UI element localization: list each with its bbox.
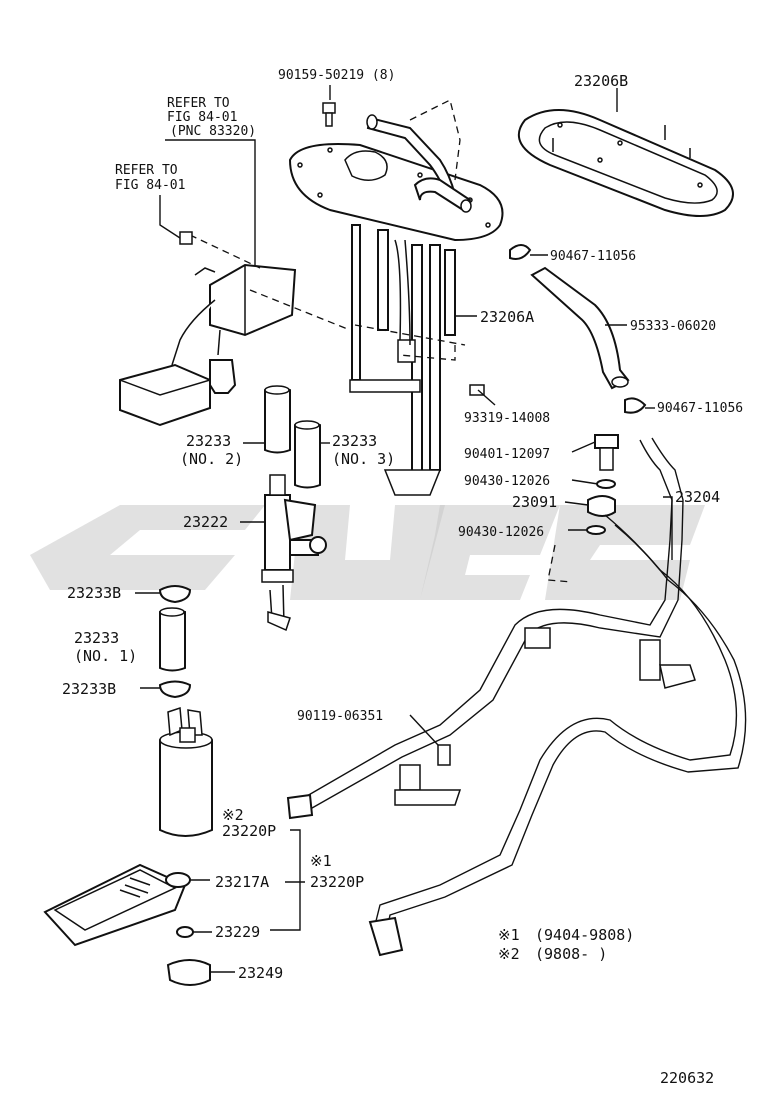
label-retainer: 23249 [238,964,283,982]
label-refer-pnc-2: FIG 84-01 [167,110,237,125]
gasket-23206B [517,109,734,217]
label-pulsation-damper: 23222 [183,513,228,531]
label-refer-pnc-3: (PNC 83320) [170,124,256,139]
label-pump-b: 23220P [310,873,364,891]
label-tube-no3-tag: (NO. 3) [332,450,395,468]
part-labels: REFER TO FIG 84-01 (PNC 83320) REFER TO … [62,68,743,1087]
label-fuel-tube: 23204 [675,488,720,506]
label-bracket-sender: 23206A [480,308,534,326]
label-bolt-top: 90159-50219 (8) [278,68,395,83]
label-washer-lower: 90430-12026 [458,525,544,540]
label-tube-no2-tag: (NO. 2) [180,450,243,468]
label-union-bolt: 90401-12097 [464,447,550,462]
fuel-pump-bracket-assembly [288,99,504,496]
fuel-pump-23220P [159,706,213,837]
label-note2-range: (9808- ) [535,945,607,963]
cushion-23229 [176,926,194,938]
label-note1-mark: ※1 [498,926,520,944]
label-pump-b-mark: ※1 [310,852,332,870]
label-hose: 95333-06020 [630,319,716,334]
label-bolt-93319: 93319-14008 [464,411,550,426]
label-tube-no1-num: 23233 [74,629,119,647]
fuel-filter-23217A [43,863,191,947]
retainer-23249 [166,959,211,986]
union-fitting-parts [547,434,619,583]
label-filter: 23217A [215,873,269,891]
label-fitting-23091: 23091 [512,493,557,511]
label-refer-fig-2: FIG 84-01 [115,178,185,193]
label-pump-a: 23220P [222,822,276,840]
label-gasket: 23206B [574,72,628,90]
label-note1-range: (9404-9808) [535,926,634,944]
label-tube-no2-num: 23233 [186,432,231,450]
label-clamp-upper: 90467-11056 [550,249,636,264]
label-diagram-number: 220632 [660,1069,714,1087]
label-tube-no3-num: 23233 [332,432,377,450]
label-clamp-lower: 90467-11056 [657,401,743,416]
fuel-tube-23204 [286,384,747,957]
tubes-23233 [264,385,321,489]
label-cushion: 23229 [215,923,260,941]
label-bolt-90119: 90119-06351 [297,709,383,724]
sender-gauge-unit [119,234,351,427]
label-pump-note-mark: ※2 [222,806,244,824]
leader-lines [135,85,673,973]
label-refer-pnc-1: REFER TO [167,96,230,111]
label-refer-fig-1: REFER TO [115,163,178,178]
label-clamp-b-upper: 23233B [67,584,121,602]
hose-95333 [509,244,647,414]
bolt-icons [179,102,336,245]
pulsation-damper-23222 [261,474,327,632]
tube-no1-and-clamps [158,585,192,699]
label-tube-no1-tag: (NO. 1) [74,647,137,665]
watermark-logo [30,505,705,600]
label-note2-mark: ※2 [498,945,520,963]
label-washer-upper: 90430-12026 [464,474,550,489]
label-clamp-b-lower: 23233B [62,680,116,698]
